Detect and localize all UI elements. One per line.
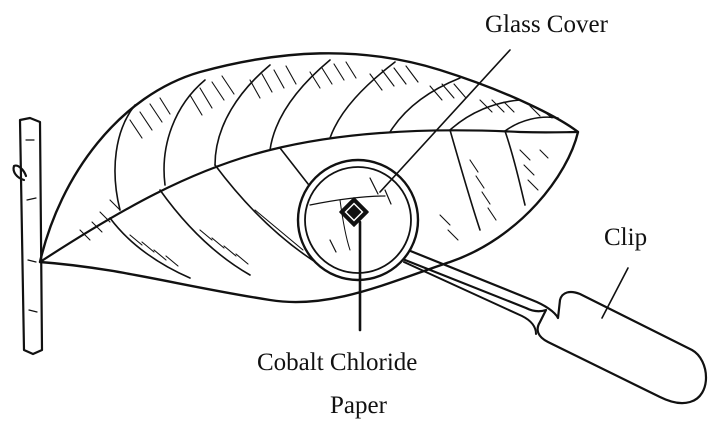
leaf-outline	[40, 53, 578, 302]
cobalt-chloride-label: Cobalt Chloride	[257, 350, 417, 375]
glass-cover-label: Glass Cover	[485, 12, 608, 37]
clip-arm	[404, 262, 536, 334]
stem	[14, 118, 42, 354]
paper-label: Paper	[330, 393, 387, 418]
clip-label: Clip	[604, 225, 647, 250]
clip-handle	[400, 250, 706, 403]
